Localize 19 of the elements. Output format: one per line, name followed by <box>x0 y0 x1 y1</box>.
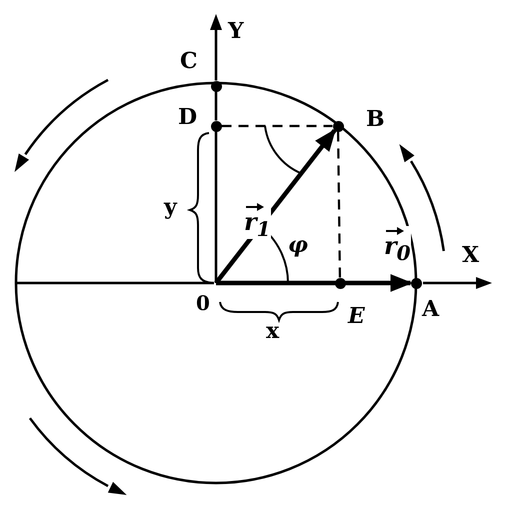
vector-label: r$_{0}$ <box>384 226 411 263</box>
point-dot <box>210 120 222 132</box>
axis-label: C <box>180 50 198 72</box>
axis-label: D <box>178 106 198 128</box>
point-dot <box>410 278 422 288</box>
angle-label: φ <box>288 234 308 256</box>
axis-label: y <box>164 196 177 218</box>
vector-label: r$_{1}$ <box>244 202 271 239</box>
axis-label: E <box>348 305 365 327</box>
vector-arrow <box>216 274 413 292</box>
axis-label: X <box>462 244 480 266</box>
axis-label: Y <box>228 20 244 42</box>
origin-label: 0 <box>196 290 216 316</box>
axis-label: A <box>422 298 440 320</box>
axis-label: x <box>266 320 280 342</box>
dashed-line <box>222 124 332 128</box>
dashed-line <box>336 131 342 278</box>
point-dot <box>210 80 222 92</box>
axis-label: B <box>366 108 385 130</box>
